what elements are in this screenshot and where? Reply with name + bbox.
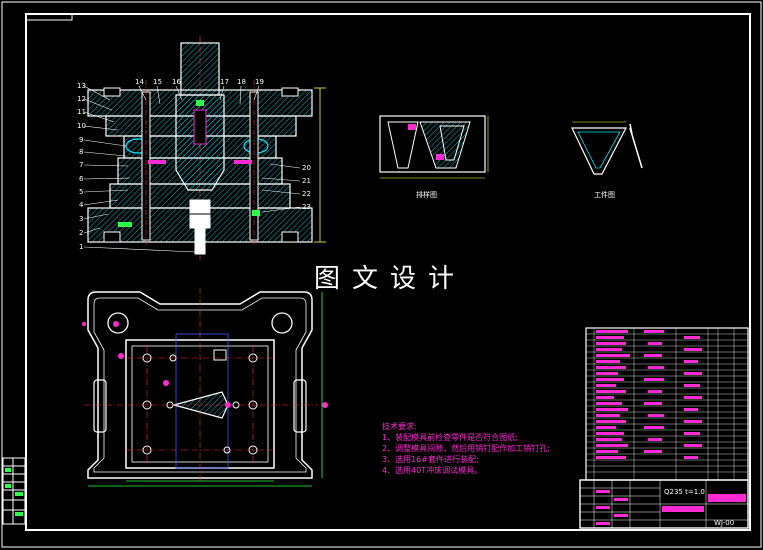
tech-req-item-4: 4、选用40T冲床调试模具。 [382, 466, 483, 475]
callout-9: 9 [79, 136, 83, 144]
technical-requirements: 技术要求: 1、装配模具前检查零件是否符合图纸; 2、调整模具间隙，然后用销钉配… [382, 421, 582, 476]
assembly-section-view [83, 36, 326, 260]
section-callouts-left: 13 12 11 10 9 8 7 6 5 4 3 2 1 [77, 82, 86, 251]
callout-3: 3 [79, 215, 83, 223]
parts-list-table [585, 327, 749, 481]
callout-8: 8 [79, 148, 83, 156]
workpiece-label: 工件图 [594, 190, 615, 199]
callout-10: 10 [77, 122, 86, 130]
callout-19: 19 [255, 78, 264, 86]
callout-4: 4 [79, 201, 84, 209]
callout-14: 14 [135, 78, 144, 86]
callout-12: 12 [77, 95, 86, 103]
callout-6: 6 [79, 175, 84, 183]
left-edge-table [2, 457, 26, 525]
callout-2: 2 [79, 229, 83, 237]
tech-req-title: 技术要求: [382, 422, 417, 431]
tech-req-item-3: 3、选用16#套件进行装配; [382, 455, 479, 464]
section-callouts-top: 14 15 16 17 18 19 [135, 78, 264, 86]
callout-1: 1 [79, 243, 83, 251]
tech-req-item-2: 2、调整模具间隙，然后用销钉配作加工销钉孔; [382, 444, 550, 453]
title-block: Q235 t=1.0 WJ-00 [579, 479, 749, 529]
strip-layout-view: 排样图 [379, 115, 489, 199]
tech-req-item-1: 1、装配模具前检查零件是否符合图纸; [382, 433, 518, 442]
callout-20: 20 [302, 164, 311, 172]
callout-11: 11 [77, 108, 86, 116]
watermark-text: 图文设计 [313, 263, 466, 294]
callout-17: 17 [220, 78, 229, 86]
workpiece-view: 工件图 [571, 121, 643, 199]
callout-23: 23 [302, 203, 311, 211]
callout-22: 22 [302, 190, 311, 198]
callout-5: 5 [79, 188, 83, 196]
callout-13: 13 [77, 82, 86, 90]
section-callouts-right: 20 21 22 23 [302, 164, 311, 211]
drawing-number: WJ-00 [714, 519, 734, 527]
callout-15: 15 [153, 78, 162, 86]
strip-layout-label: 排样图 [416, 190, 437, 199]
material-spec: Q235 t=1.0 [664, 488, 705, 496]
callout-16: 16 [172, 78, 181, 86]
callout-18: 18 [237, 78, 246, 86]
plan-view [82, 288, 328, 487]
callout-21: 21 [302, 177, 311, 185]
callout-7: 7 [79, 161, 83, 169]
